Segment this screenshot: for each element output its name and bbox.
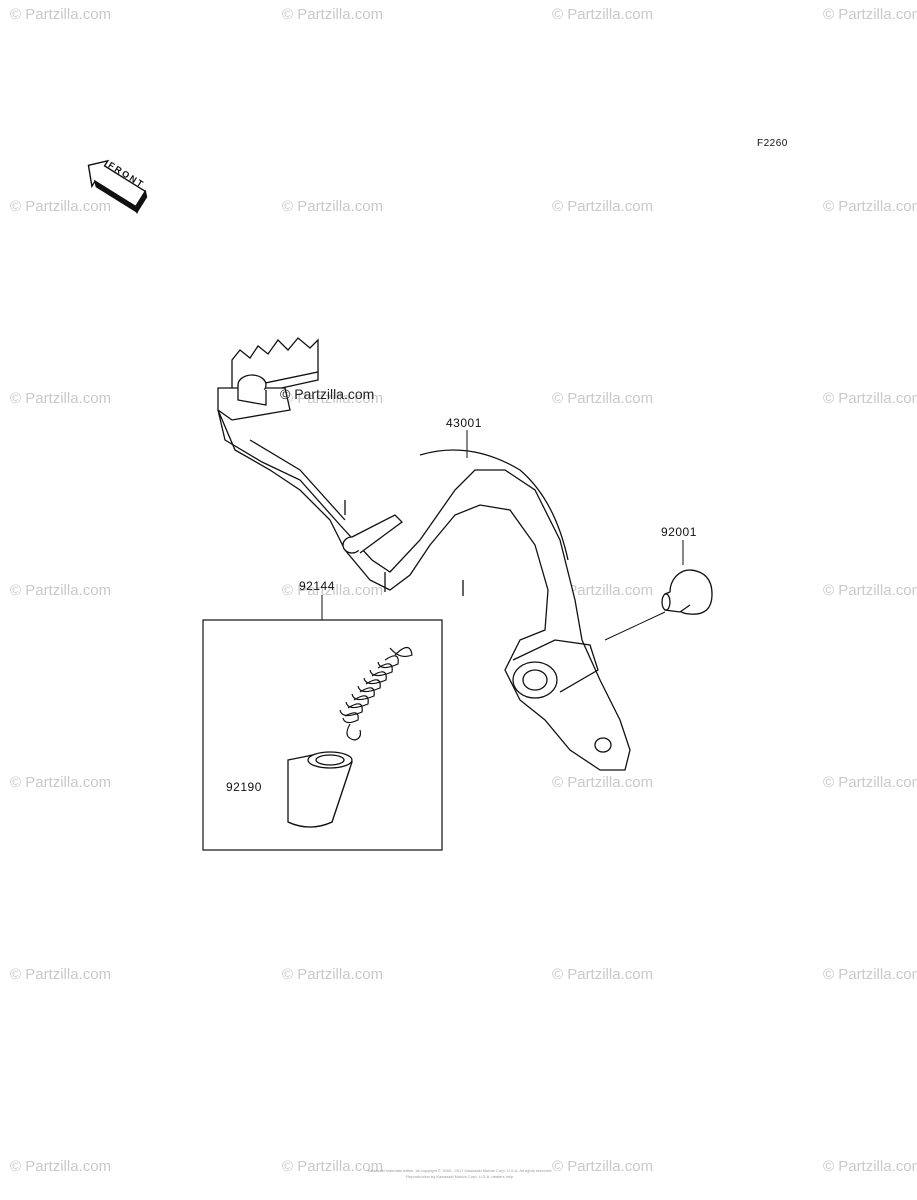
watermark-text: © Partzilla.com (10, 1158, 112, 1175)
spring-92144 (339, 646, 413, 741)
copyright-footer: Kawasaki materials within, all copyright… (340, 1168, 580, 1180)
watermark-text: © Partzilla.com (823, 966, 917, 983)
watermark-text: © Partzilla.com (823, 198, 917, 215)
watermark-text: © Partzilla.com (10, 774, 112, 791)
watermark-text: © Partzilla.com (552, 1158, 654, 1175)
watermark-text: © Partzilla.com (552, 774, 654, 791)
watermark-text: © Partzilla.com (282, 6, 384, 23)
watermark-text: © Partzilla.com (282, 198, 384, 215)
watermark-text: © Partzilla.com (823, 582, 917, 599)
watermark-text: © Partzilla.com (282, 390, 384, 407)
collar-92190 (287, 751, 353, 828)
watermark-text: © Partzilla.com (282, 966, 384, 983)
watermark-text: © Partzilla.com (823, 6, 917, 23)
watermark-text: © Partzilla.com (10, 966, 112, 983)
diagram-code: F2260 (757, 138, 788, 149)
watermark-text: © Partzilla.com (10, 198, 112, 215)
bolt-92001 (661, 569, 713, 615)
footer-line-2: Reproduction by Kawasaki Motors Corp. U.… (406, 1174, 514, 1179)
watermark-text: © Partzilla.com (552, 198, 654, 215)
watermark-text: © Partzilla.com (823, 390, 917, 407)
part-label-92144[interactable]: 92144 (299, 579, 335, 593)
part-label-43001[interactable]: 43001 (446, 416, 482, 430)
watermark-text: © Partzilla.com (10, 390, 112, 407)
watermark-text: © Partzilla.com (552, 390, 654, 407)
watermark-text: © Partzilla.com (552, 582, 654, 599)
watermark-text: © Partzilla.com (552, 966, 654, 983)
brake-pedal-43001 (217, 337, 631, 771)
watermark-text: © Partzilla.com (823, 774, 917, 791)
inline-watermark: © Partzilla.com (280, 386, 375, 402)
part-label-92190[interactable]: 92190 (226, 780, 262, 794)
watermark-text: © Partzilla.com (282, 582, 384, 599)
watermark-text: © Partzilla.com (552, 6, 654, 23)
watermark-text: © Partzilla.com (282, 1158, 384, 1175)
watermark-text: © Partzilla.com (823, 1158, 917, 1175)
footer-line-1: Kawasaki materials within, all copyright… (367, 1168, 553, 1173)
part-label-92001[interactable]: 92001 (661, 525, 697, 539)
watermark-text: © Partzilla.com (10, 6, 112, 23)
front-arrow-icon (87, 159, 148, 214)
watermark-text: © Partzilla.com (10, 582, 112, 599)
